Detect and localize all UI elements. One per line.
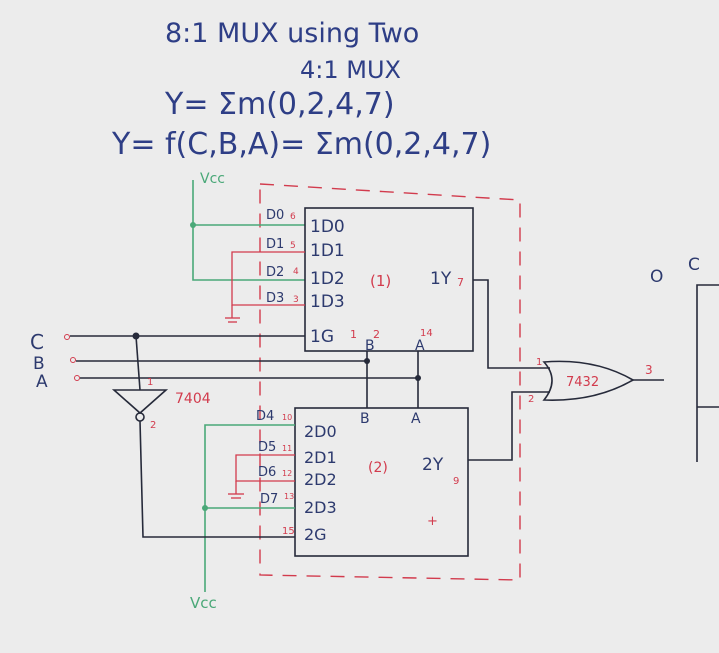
signal-c-label: C: [30, 330, 44, 354]
mux1-in-1: 1D1: [310, 241, 345, 261]
mux1-pin-in-1: 5: [290, 241, 296, 251]
vcc-bottom-label: Vcc: [190, 594, 217, 612]
mux1-output: 1Y: [430, 269, 452, 289]
mux2-data-2: D6: [258, 465, 276, 480]
or-pin-in-1: 1: [536, 357, 542, 368]
signal-b-label: B: [33, 354, 45, 374]
terminal-c: [64, 334, 70, 340]
mux1-pin-b: 2: [373, 328, 380, 341]
equation-1: Y= Σm(0,2,4,7): [164, 87, 395, 122]
right-c-label: C: [688, 255, 700, 275]
not-gate: [111, 389, 169, 415]
mux1-sel-a: A: [415, 338, 425, 354]
mux1-sel-b: B: [365, 338, 375, 354]
mux2-sel-b: B: [360, 411, 370, 427]
right-partial-bracket: [696, 284, 719, 462]
mux2-pin-g: 15: [282, 526, 295, 537]
equation-2: Y= f(C,B,A)= Σm(0,2,4,7): [111, 127, 491, 162]
mux2-output: 2Y: [422, 455, 444, 475]
mux1-pin-in-3: 3: [293, 295, 299, 305]
or-pin-out: 3: [645, 363, 653, 377]
vcc-top-label: Vcc: [200, 171, 225, 187]
mux1-data-2: D2: [266, 265, 284, 280]
mux2-data-0: D4: [256, 409, 274, 424]
mux2-enable: 2G: [304, 525, 327, 544]
mux1-tag: (1): [370, 272, 391, 290]
terminal-a: [74, 375, 80, 381]
mux2-pin-in-0: 10: [282, 413, 292, 422]
not-input-wire: [135, 335, 141, 391]
mux1-data-1: D1: [266, 237, 284, 252]
mux1-pin-in-0: 6: [290, 212, 296, 222]
title-line-1: 8:1 MUX using Two: [165, 18, 419, 49]
mux2-in-3: 2D3: [304, 498, 337, 517]
not-gate-label: 7404: [175, 391, 211, 407]
mux1-pin-g: 1: [350, 328, 357, 341]
dashed-enclosure: [259, 183, 521, 581]
mux1-pin-out: 7: [457, 276, 464, 289]
not-pin-in: 1: [147, 377, 153, 388]
mux2-pin-in-1: 11: [282, 444, 292, 453]
vcc-bottom-junction: [202, 505, 208, 511]
mux1-data-0: D0: [266, 208, 284, 223]
mux1-ground-bracket: [231, 251, 305, 306]
mux1-in-2: 1D2: [310, 269, 345, 289]
mux2-sel-a: A: [411, 411, 421, 427]
mux2-tag: (2): [368, 460, 388, 476]
mux2-plus: +: [427, 514, 438, 529]
or-gate: [542, 360, 635, 401]
not-pin-out: 2: [150, 420, 156, 431]
mux2-to-or-wire: [468, 391, 550, 461]
mux2-pin-in-2: 12: [282, 469, 292, 478]
mux2-pin-out: 9: [453, 476, 459, 487]
not-output-wire: [139, 420, 295, 538]
mux2-box: [294, 407, 469, 557]
vcc-top-wire: [192, 180, 305, 281]
mux1-in-0: 1D0: [310, 217, 345, 237]
mux1-in-3: 1D3: [310, 292, 345, 312]
mux2-pin-in-3: 13: [284, 492, 294, 501]
mux2-data-1: D5: [258, 440, 276, 455]
mux1-to-or-wire: [473, 279, 550, 369]
mux1-enable: 1G: [310, 327, 334, 347]
title-line-2: 4:1 MUX: [300, 56, 401, 84]
mux2-data-3: D7: [260, 492, 278, 507]
mux1-pin-a: 14: [420, 328, 433, 339]
mux2-in-1: 2D1: [304, 448, 337, 467]
mux2-in-2: 2D2: [304, 470, 337, 489]
or-gate-label: 7432: [566, 375, 599, 390]
terminal-b: [70, 357, 76, 363]
or-pin-in-2: 2: [528, 394, 534, 405]
vcc-top-junction: [190, 222, 196, 228]
mux2-ground-bracket: [235, 454, 295, 482]
not-gate-bubble: [135, 412, 145, 422]
signal-a-label: A: [36, 372, 48, 392]
mux2-in-0: 2D0: [304, 422, 337, 441]
mux1-data-3: D3: [266, 291, 284, 306]
mux1-pin-in-2: 4: [293, 267, 299, 277]
right-o-label: O: [650, 267, 663, 287]
